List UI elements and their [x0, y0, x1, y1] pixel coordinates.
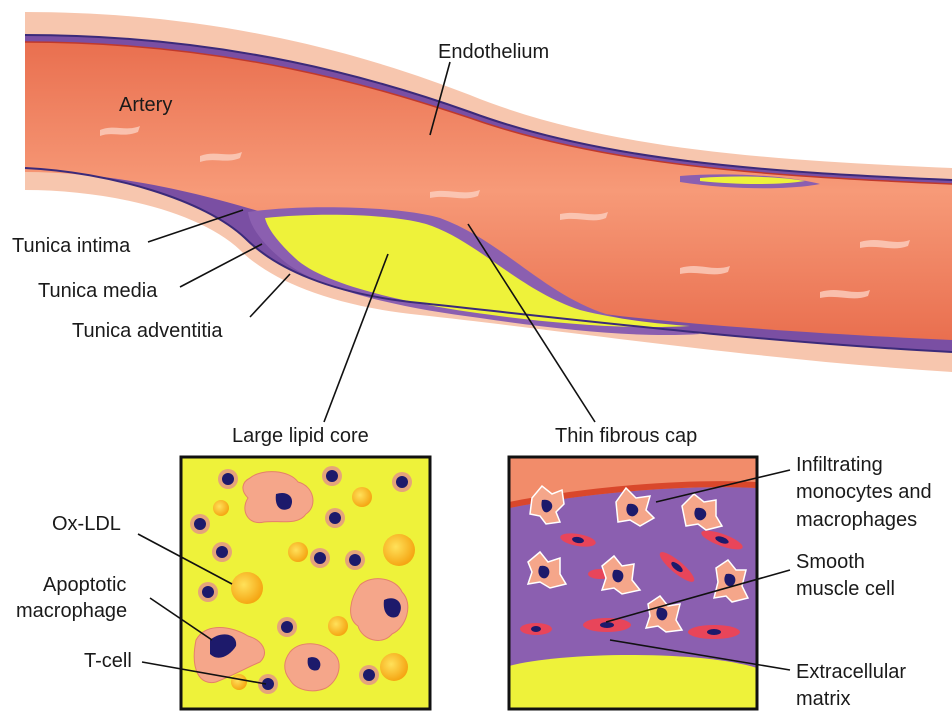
tunica-intima-label: Tunica intima: [12, 235, 131, 257]
extracellular-label-1: Extracellular: [796, 661, 906, 683]
tunica-adventitia-label: Tunica adventitia: [72, 320, 223, 342]
lipid-core-inset: [181, 457, 430, 709]
infiltrating-label-3: macrophages: [796, 509, 917, 531]
artery-vessel: [25, 12, 952, 372]
thin-fibrous-cap-label: Thin fibrous cap: [555, 425, 697, 447]
smooth-muscle-label-2: muscle cell: [796, 578, 895, 600]
infiltrating-label-2: monocytes and: [796, 481, 932, 503]
apoptotic-macrophage-label-1: Apoptotic: [43, 574, 126, 596]
extracellular-label-2: matrix: [796, 688, 850, 710]
fibrous-cap-inset: [509, 457, 757, 709]
apoptotic-macrophage-label-2: macrophage: [16, 600, 127, 622]
endothelium-label: Endothelium: [438, 41, 549, 63]
large-lipid-core-label: Large lipid core: [232, 425, 369, 447]
tunica-media-label: Tunica media: [38, 280, 158, 302]
ox-ldl-label: Ox-LDL: [52, 513, 121, 535]
smooth-muscle-label-1: Smooth: [796, 551, 865, 573]
t-cell-label: T-cell: [84, 650, 132, 672]
infiltrating-label-1: Infiltrating: [796, 454, 883, 476]
artery-label: Artery: [119, 94, 172, 116]
